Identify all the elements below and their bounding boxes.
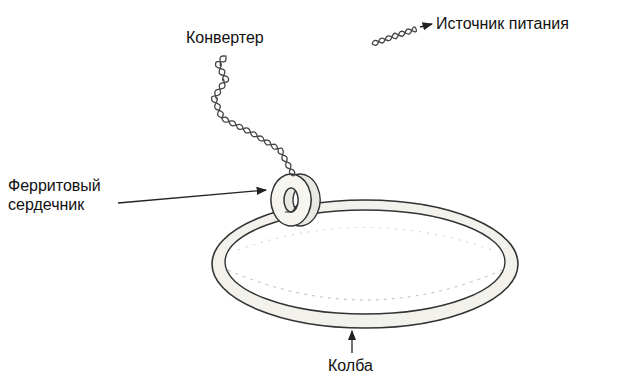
- wire-strand: [372, 29, 416, 45]
- wire-strand: [212, 56, 294, 176]
- label: Конвертер: [186, 28, 264, 47]
- leader-line: [118, 190, 266, 203]
- leader-arrow: [420, 24, 432, 27]
- bulb-ring: [212, 200, 518, 328]
- leader-line: [351, 331, 352, 353]
- ferrite-core: [271, 174, 320, 226]
- wire-strand: [372, 27, 416, 44]
- label: Ферритовый сердечник: [8, 176, 120, 214]
- label: Источник питания: [436, 14, 569, 33]
- twisted-wire: [212, 27, 417, 176]
- label: Колба: [328, 356, 373, 375]
- wire-strand: [215, 56, 295, 176]
